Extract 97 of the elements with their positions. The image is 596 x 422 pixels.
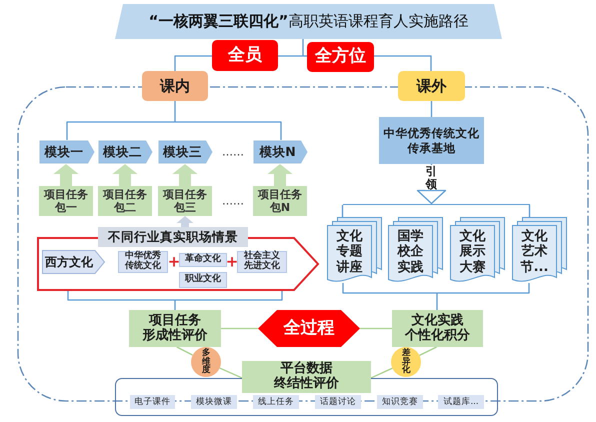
document-stack xyxy=(450,217,505,283)
module-pentagon xyxy=(98,140,153,164)
culture-label: 革命文化 xyxy=(184,255,222,265)
resource-band xyxy=(115,378,498,416)
resource-label: 模块微课 xyxy=(196,396,232,408)
evaluation-box xyxy=(242,361,371,393)
plus-sign: + xyxy=(226,254,238,270)
heading-box xyxy=(98,227,248,247)
culture-label: 社会主义先进文化 xyxy=(243,252,281,272)
circle-label: 差异化 xyxy=(402,348,410,376)
resource-label: 话题讨论 xyxy=(320,396,356,408)
culture-box xyxy=(179,272,227,288)
culture-label: 中华优秀传统文化 xyxy=(124,252,162,272)
hexagon-tag xyxy=(258,310,360,347)
bracket-line xyxy=(278,55,303,57)
plus-sign: + xyxy=(168,254,180,270)
bracket-line xyxy=(66,121,175,140)
connector-line xyxy=(360,328,392,330)
bracket-line xyxy=(374,55,432,71)
module-pentagon xyxy=(39,140,95,164)
document-label: 国学校企实践 xyxy=(396,228,424,276)
evaluation-label: 平台数据终结性评价 xyxy=(274,362,340,392)
block-arrow xyxy=(112,164,138,186)
bracket-line xyxy=(302,39,304,56)
package-label: 项目任务包二 xyxy=(102,188,148,214)
connector-line xyxy=(219,367,242,379)
connector-line xyxy=(221,328,258,330)
document-label: 文化专题讲座 xyxy=(336,228,364,276)
document-stack xyxy=(327,217,382,283)
document-label: 文化展示大赛 xyxy=(458,228,486,276)
evaluation-box xyxy=(392,310,483,347)
module-pentagon xyxy=(253,140,308,164)
tag-label: 全方位 xyxy=(315,45,366,68)
resource-label: 电子课件 xyxy=(134,396,170,408)
resource-box xyxy=(315,395,361,409)
category-box xyxy=(142,71,208,101)
document-stack xyxy=(388,217,443,283)
connector-line xyxy=(528,205,530,217)
title-banner xyxy=(115,4,502,39)
resource-box xyxy=(377,395,423,409)
resource-label: 线上任务 xyxy=(258,396,294,408)
emphasis-tag xyxy=(212,40,278,71)
ellipsis-text: …… xyxy=(222,146,244,158)
culture-label: 职业文化 xyxy=(184,275,222,285)
resource-label: 试题库... xyxy=(443,396,479,408)
bracket-line xyxy=(174,101,176,122)
connector-line xyxy=(370,368,393,379)
edge-label: 引领 xyxy=(425,165,437,190)
module-label: 模块三 xyxy=(163,142,202,161)
category-label: 课内 xyxy=(160,76,190,97)
heading-label: 不同行业真实职场情景 xyxy=(108,228,238,246)
module-label: 模块N xyxy=(259,142,296,161)
culture-box xyxy=(237,251,287,273)
culture-label: 西方文化 xyxy=(45,254,93,271)
evaluation-label: 文化实践个性化积分 xyxy=(404,314,470,344)
emphasis-tag xyxy=(307,42,374,72)
module-label: 模块二 xyxy=(103,142,142,161)
base-box xyxy=(379,117,484,164)
bracket-line xyxy=(174,55,212,71)
bracket-line xyxy=(437,283,530,294)
resource-box xyxy=(130,395,175,409)
resource-label: 知识竞赛 xyxy=(382,396,418,408)
package-label: 项目任务包N xyxy=(257,188,303,214)
evaluation-label: 项目任务形成性评价 xyxy=(142,314,208,344)
resource-box xyxy=(438,395,484,409)
block-arrow xyxy=(53,164,79,186)
bracket-line xyxy=(436,293,438,310)
category-box xyxy=(398,71,465,101)
resource-box xyxy=(191,395,237,409)
bracket-line xyxy=(67,290,283,311)
document-stack xyxy=(512,217,567,283)
circle-label: 多维度 xyxy=(202,348,210,376)
package-label: 项目任务包一 xyxy=(43,188,89,214)
bracket-line xyxy=(175,121,282,140)
package-label: 项目任务包三 xyxy=(162,188,208,214)
connector-line xyxy=(176,346,193,356)
culture-pentagon xyxy=(42,250,105,274)
tag-label: 全员 xyxy=(228,44,262,67)
resource-box xyxy=(253,395,299,409)
module-label: 模块一 xyxy=(44,142,84,161)
tag-label: 全过程 xyxy=(284,316,334,340)
document-label: 文化艺术节... xyxy=(520,228,548,276)
title-text: “一核两翼三联四化”高职英语课程育人实施路径 xyxy=(148,11,468,32)
module-pentagon xyxy=(158,140,213,164)
base-label: 中华优秀传统文化传承基地 xyxy=(382,126,480,156)
culture-box xyxy=(179,253,227,267)
culture-box xyxy=(118,251,168,273)
block-arrow xyxy=(176,216,194,227)
connector-line xyxy=(430,101,432,117)
category-label: 课外 xyxy=(416,76,446,97)
block-arrow xyxy=(267,164,293,186)
bracket-line xyxy=(342,283,437,294)
connector-line xyxy=(419,346,437,356)
block-arrow xyxy=(172,164,198,186)
connector-line xyxy=(342,205,344,217)
ellipsis-text: …… xyxy=(222,196,244,206)
evaluation-box xyxy=(129,310,221,347)
